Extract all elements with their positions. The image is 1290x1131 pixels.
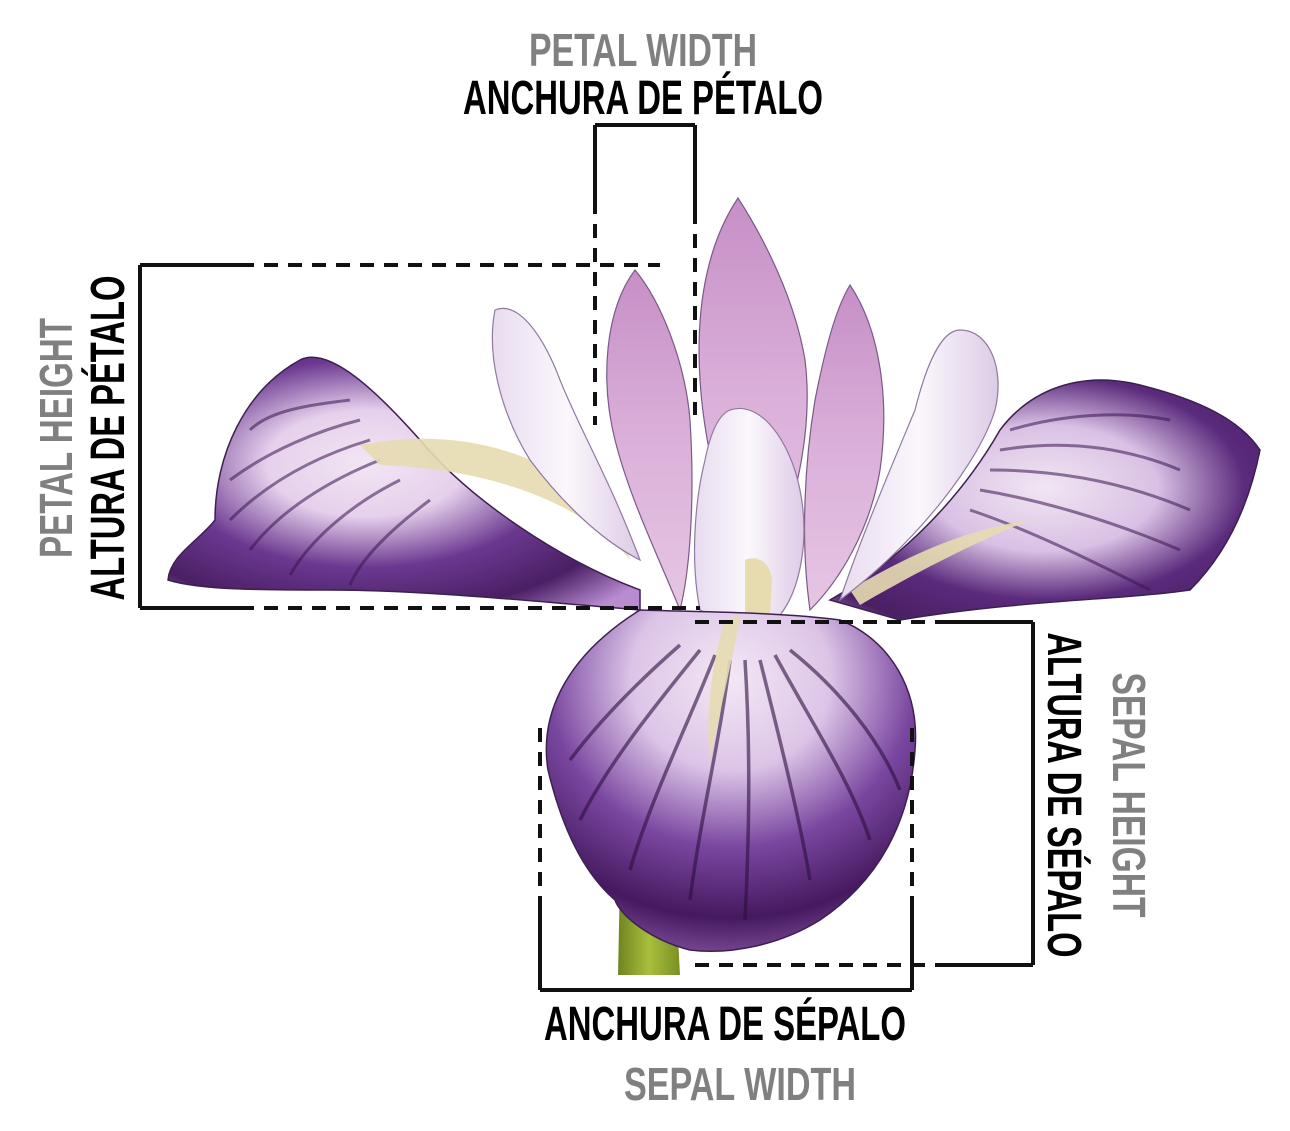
petal-width-bracket: [593, 123, 697, 425]
sepal-height-bracket: [695, 620, 1035, 967]
petal-width-label-en: PETAL WIDTH: [529, 24, 757, 76]
sepal-width-bracket: [538, 728, 914, 992]
sepal-width-label-en: SEPAL WIDTH: [624, 1058, 856, 1110]
central-signal: [745, 558, 772, 615]
petal-height-bracket: [138, 263, 700, 610]
measurement-brackets: [138, 123, 1035, 992]
sepal-width-label-es: ANCHURA DE SÉPALO: [544, 997, 906, 1051]
standard-left: [606, 269, 693, 612]
petal-height-label-en: PETAL HEIGHT: [30, 318, 82, 558]
right-signal-stripe: [850, 520, 1030, 605]
sepal-height-label-es: ALTURA DE SÉPALO: [1037, 633, 1091, 958]
petal-width-label-es: ANCHURA DE PÉTALO: [463, 71, 823, 125]
standard-right: [803, 283, 885, 612]
left-style-arm: [491, 307, 642, 562]
right-sepal-veins: [969, 413, 1191, 592]
left-sepal-veins: [228, 398, 431, 586]
iris-flower-illustration: [167, 196, 1261, 975]
right-style-arm: [838, 329, 999, 602]
sepal-height-label-en: SEPAL HEIGHT: [1103, 673, 1155, 918]
measurement-labels: PETAL WIDTH ANCHURA DE PÉTALO PETAL HEIG…: [30, 24, 1155, 1110]
bottom-sepal-veins: [568, 643, 902, 921]
petal-height-label-es: ALTURA DE PÉTALO: [81, 276, 135, 601]
bottom-signal-stripe: [708, 615, 740, 760]
